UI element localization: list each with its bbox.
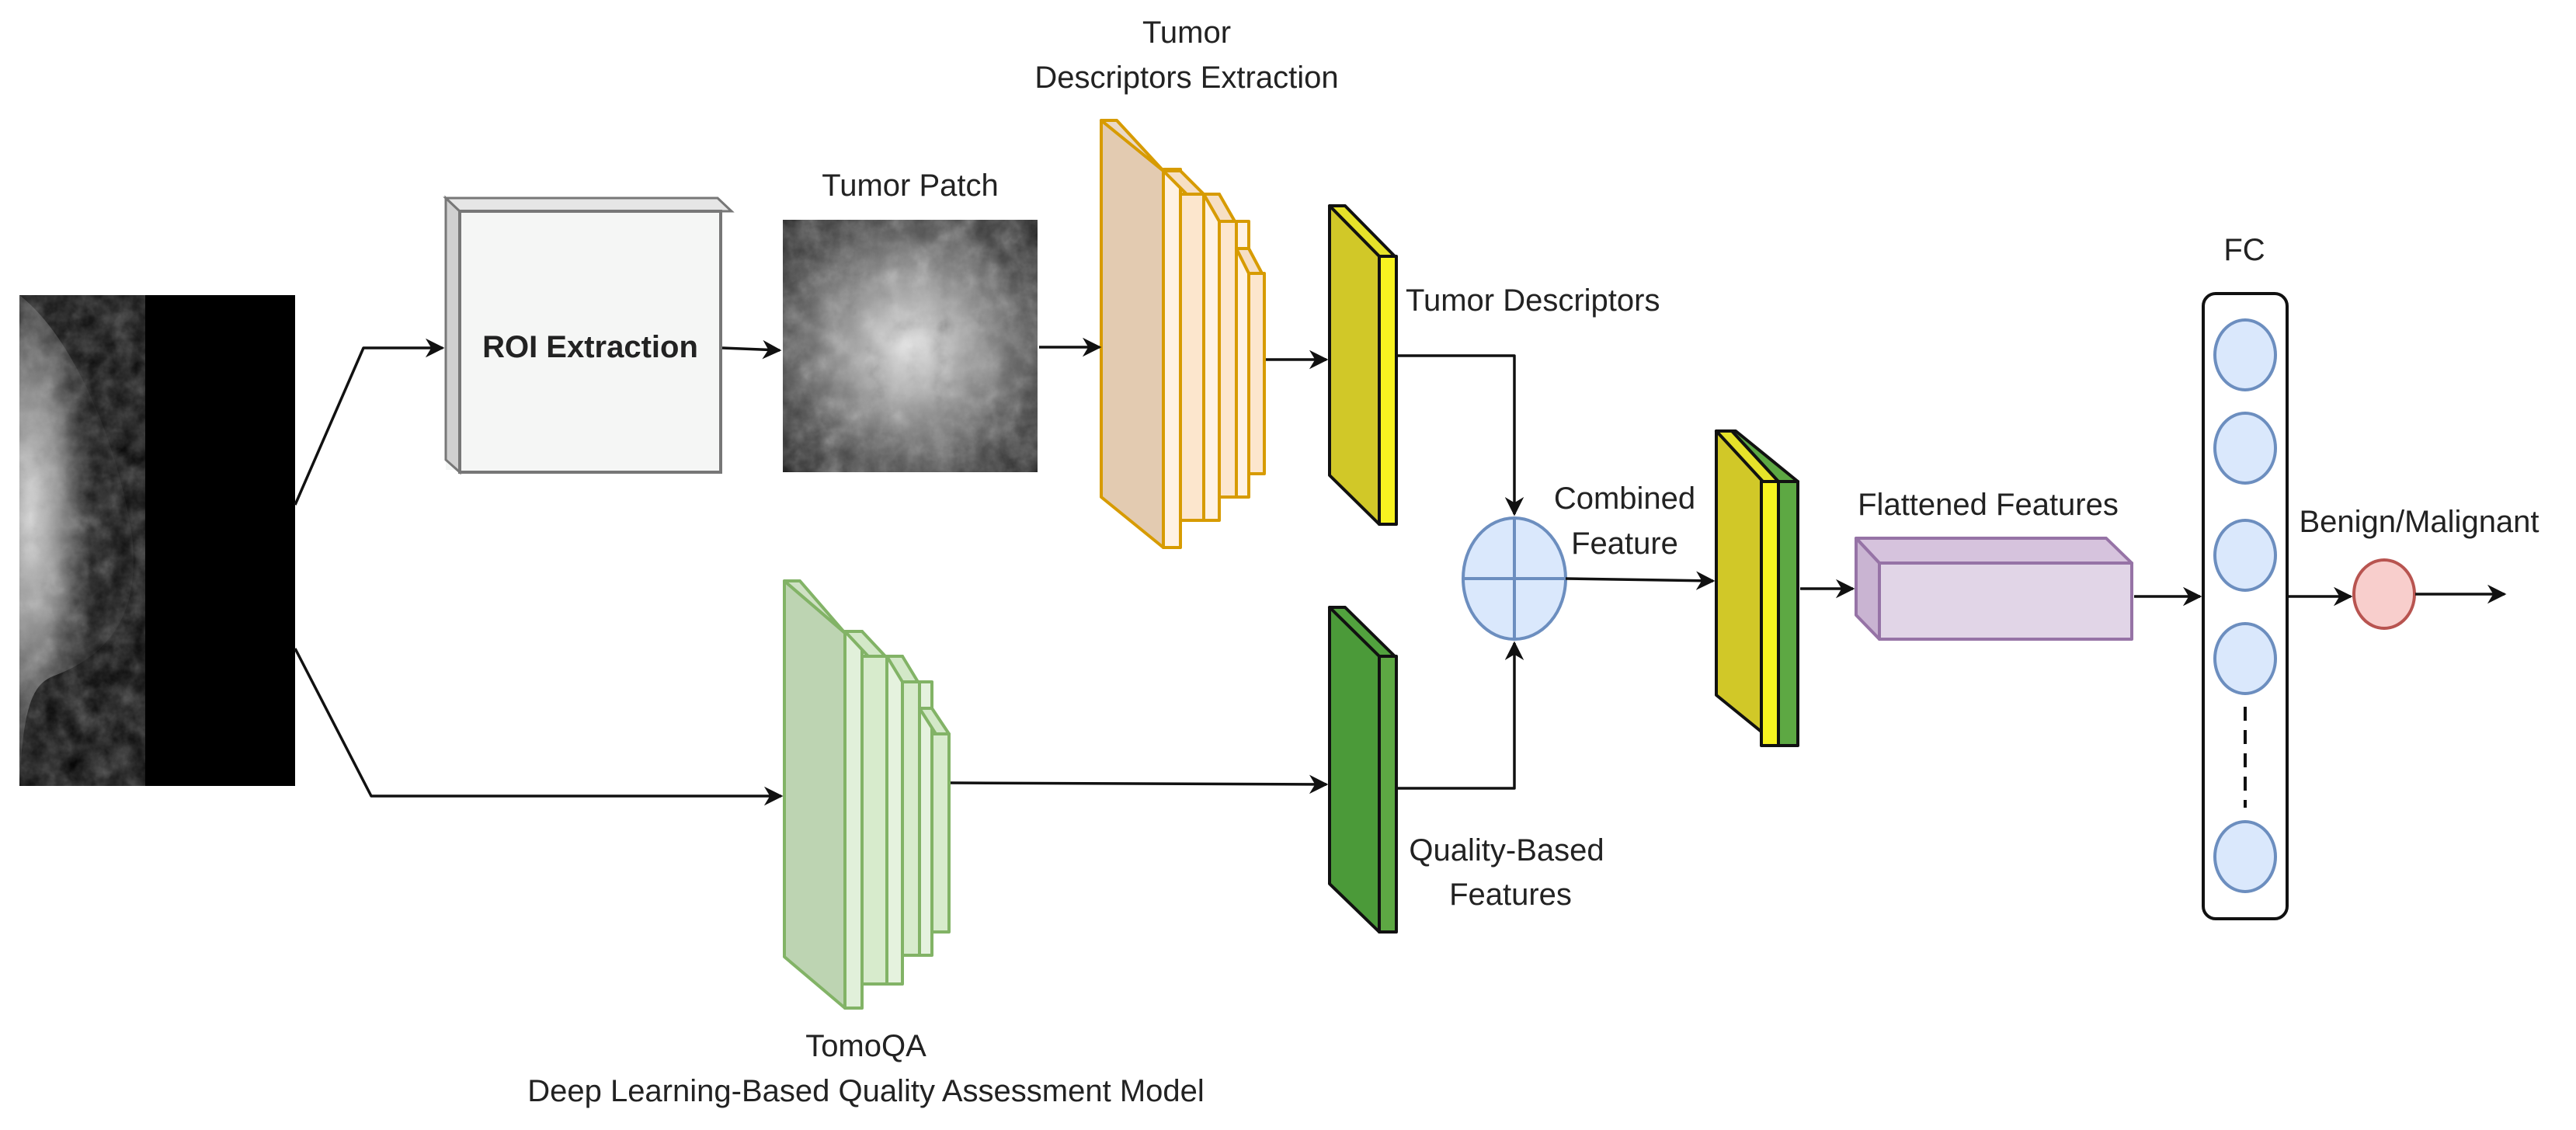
- fc-label: FC: [2223, 233, 2265, 267]
- quality-cnn-layer-4: [918, 707, 951, 934]
- tumor-descriptors-cnn: [1100, 119, 1266, 549]
- arrow-quality-to-combine: [1398, 641, 1524, 790]
- connectors: [294, 337, 2507, 806]
- fc-layer: [2202, 292, 2289, 920]
- tumor-cnn-layer-4: [1235, 247, 1266, 475]
- combined-feature-stack: [1715, 429, 1799, 747]
- quality-cnn-layer-1: [783, 579, 864, 1010]
- arrow-combine-to-stack: [1565, 571, 1716, 590]
- quality-cnn-layer-3: [885, 655, 933, 957]
- arrow-mammogram-to-tomoqa: [294, 648, 784, 806]
- quality-cnn-layer-2: [843, 630, 904, 986]
- combined-feature-label-line1: Combined: [1554, 482, 1695, 516]
- roi-extraction-block: ROI Extraction: [443, 195, 735, 475]
- arrow-tomoqa-to-quality: [950, 774, 1329, 794]
- fc-node: [2213, 412, 2277, 485]
- concatenate-node: [1462, 516, 1567, 641]
- quality-based-features-label-line2: Features: [1449, 878, 1572, 912]
- tumor-cnn-layer-1: [1100, 119, 1182, 549]
- tumor-descriptors-label: Tumor Descriptors: [1406, 283, 1660, 318]
- tumor-descriptors-feature: [1328, 204, 1398, 526]
- tomoqa-subtitle-label: Deep Learning-Based Quality Assessment M…: [527, 1074, 1205, 1108]
- flattened-features-label: Flattened Features: [1858, 488, 2119, 522]
- quality-based-features-label-line1: Quality-Based: [1409, 833, 1604, 867]
- benign-malignant-label: Benign/Malignant: [2299, 505, 2539, 539]
- tomoqa-cnn: [783, 579, 951, 1010]
- arrow-mammogram-to-roi: [294, 338, 445, 506]
- roi-extraction-label: ROI Extraction: [482, 330, 698, 364]
- fc-node: [2213, 318, 2277, 391]
- fc-node: [2213, 622, 2277, 695]
- tumor-patch-label: Tumor Patch: [822, 169, 998, 203]
- tomoqa-label: TomoQA: [805, 1029, 926, 1063]
- fc-node: [2213, 820, 2277, 893]
- mammogram-image: [19, 295, 295, 786]
- flattened-features-block: [1855, 537, 2133, 641]
- tumor-descriptors-extraction-label-line2: Descriptors Extraction: [1034, 61, 1338, 95]
- quality-based-feature: [1328, 606, 1398, 934]
- arrow-roi-to-patch: [721, 339, 782, 360]
- combined-feature-label-line2: Feature: [1571, 527, 1678, 561]
- output-node: [2352, 558, 2416, 630]
- arrow-descriptors-to-combine: [1398, 354, 1524, 516]
- tumor-descriptors-extraction-label-line1: Tumor: [1142, 16, 1231, 50]
- fc-node: [2213, 519, 2277, 592]
- tumor-patch-image: [783, 220, 1038, 472]
